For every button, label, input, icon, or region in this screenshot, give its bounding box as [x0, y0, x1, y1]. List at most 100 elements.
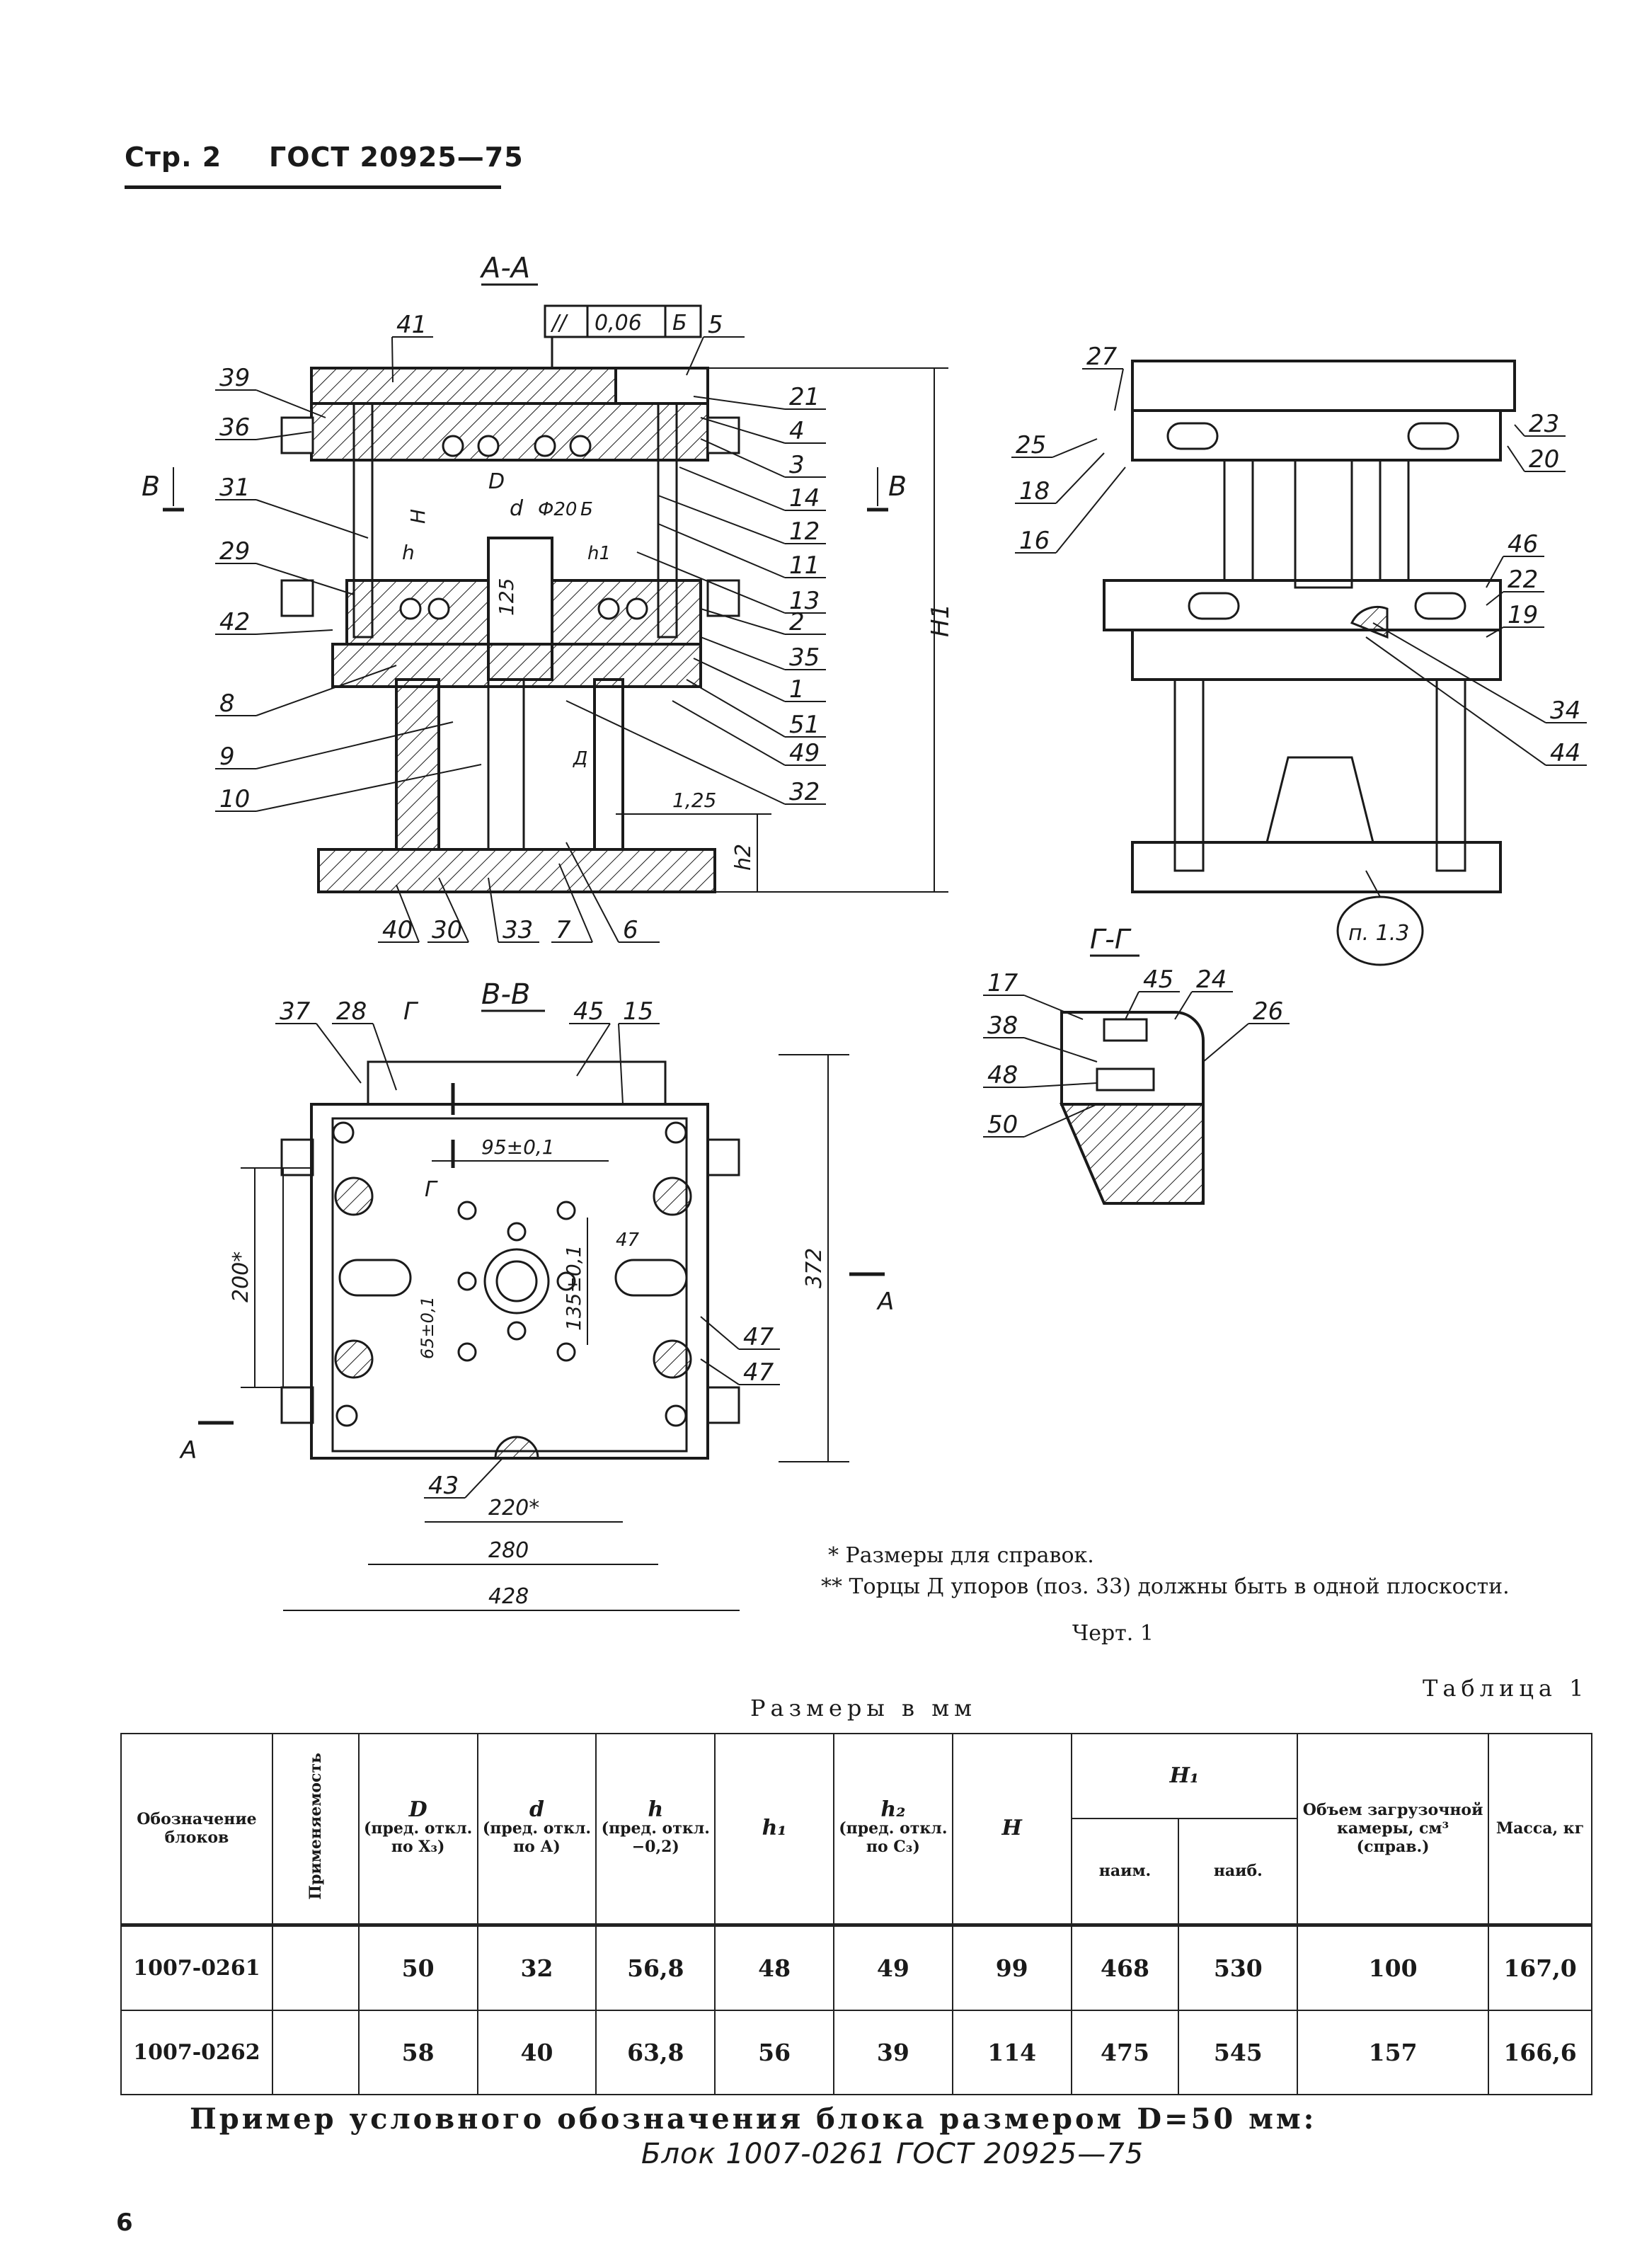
leader-line: [576, 1023, 611, 1077]
cell-h2: 49: [832, 1923, 953, 2011]
leader-label: 7: [556, 916, 571, 944]
leader-label: 12: [789, 517, 820, 546]
cell-applicability: [271, 1923, 360, 2011]
leader-line: [396, 884, 420, 943]
leader-label: 25: [1016, 431, 1046, 459]
tolerance-symbol: //: [550, 311, 568, 336]
leader-line: [488, 877, 499, 943]
th-D: D(пред. откл. по X₃): [357, 1733, 478, 1925]
leader-line: [1486, 556, 1504, 588]
dim-h: h: [402, 541, 415, 564]
note-stop-ends: ** Торцы Д упоров (поз. 33) должны быть …: [821, 1574, 1510, 1599]
cell-name: 1007-0262: [120, 2009, 273, 2095]
leader-label: 3: [789, 451, 805, 479]
leader-label: 16: [1019, 527, 1050, 555]
section-gg: Г-Г: [1059, 924, 1205, 1205]
leader-line: [686, 679, 786, 738]
leader-label: 2: [789, 608, 805, 636]
leader-line: [679, 466, 786, 511]
leader-line: [700, 636, 786, 670]
leader-label: 1: [789, 675, 805, 704]
leader-label: 48: [987, 1061, 1018, 1089]
cell-d: 32: [476, 1923, 597, 2011]
leader-label: 10: [219, 785, 250, 813]
leader-label: 38: [987, 1012, 1018, 1040]
leader-label: 36: [219, 413, 250, 442]
cell-mass: 167,0: [1488, 1923, 1592, 2011]
example-designation: Блок 1007-0261 ГОСТ 20925—75: [641, 2138, 1144, 2170]
cut-mark-v-right: В: [888, 471, 907, 502]
tolerance-datum: Б: [672, 311, 687, 336]
leader-line: [438, 877, 469, 943]
leader-line: [686, 336, 704, 376]
leader-line: [1023, 1104, 1098, 1138]
cell-mass: 166,6: [1488, 2009, 1592, 2095]
cell-name: 1007-0261: [120, 1923, 273, 2011]
dim-H1: H1: [926, 604, 955, 637]
leader-label: 22: [1508, 566, 1538, 594]
cell-h: 63,8: [595, 2009, 716, 2095]
th-h2: h₂(пред. откл. по С₃): [832, 1733, 953, 1925]
leader-line: [558, 863, 593, 943]
leader-label: 24: [1196, 966, 1227, 994]
th-designation: Обозначение блоков: [120, 1733, 273, 1925]
leader-line: [256, 499, 369, 539]
th-H1-min: наим.: [1070, 1818, 1180, 1925]
callout-p13: п. 1.3: [1348, 921, 1409, 946]
leader-line: [256, 389, 326, 418]
leader-label: 26: [1253, 997, 1283, 1026]
cut-mark-a-right: А: [876, 1288, 894, 1316]
leader-label: 45: [1143, 966, 1173, 994]
section-aa: А-А // 0,06 Б: [142, 252, 955, 893]
leader-label: 42: [219, 608, 250, 636]
leader-line: [256, 431, 312, 440]
dim-d: d: [510, 496, 524, 521]
leader-line: [1365, 636, 1546, 766]
leader-label: 51: [789, 711, 820, 739]
cell-volume: 157: [1297, 2009, 1489, 2095]
cut-mark-a-left: А: [179, 1436, 197, 1465]
header-underline: [125, 185, 501, 189]
dim-65: 65±0,1: [418, 1296, 437, 1359]
leader-label: 4: [789, 417, 805, 445]
leader-label: 20: [1529, 445, 1559, 474]
cell-d: 40: [476, 2009, 597, 2095]
leader-label: 32: [789, 778, 820, 806]
th-mass: Масса, кг: [1488, 1733, 1592, 1925]
drawing-caption: Черт. 1: [1072, 1621, 1154, 1646]
leader-line: [1055, 452, 1105, 504]
leader-line: [1023, 1082, 1098, 1088]
dim-280: 280: [488, 1538, 529, 1563]
dim-h2: h2: [731, 844, 756, 871]
leader-line: [256, 563, 355, 595]
cell-applicability: [271, 2009, 360, 2095]
table-row: 1007-0261 50 32 56,8 48 49 99 468 530 10…: [120, 1923, 1592, 2011]
dim-roughness: 1,25: [672, 789, 716, 812]
dim-D-mark: Д: [573, 748, 587, 769]
leader-label: 33: [503, 916, 533, 944]
leader-label: 35: [789, 643, 820, 672]
cell-volume: 100: [1297, 1923, 1489, 2011]
leader-line: [693, 658, 786, 702]
table-row: 1007-0262 58 40 63,8 56 39 114 475 545 1…: [120, 2009, 1592, 2095]
leader-line: [391, 336, 394, 383]
th-H1-max: наиб.: [1178, 1818, 1299, 1925]
th-H: H: [951, 1733, 1072, 1925]
leader-label: 50: [987, 1111, 1018, 1139]
leader-label: 46: [1508, 530, 1538, 559]
leader-line: [1114, 368, 1124, 411]
leader-line: [565, 700, 786, 805]
dim-phi20: Ф20: [538, 499, 577, 520]
leader-label: 37: [280, 997, 311, 1026]
dim-220: 220*: [488, 1496, 539, 1520]
dim-95: 95±0,1: [481, 1135, 555, 1159]
dim-datum-b: Б: [580, 499, 593, 520]
dim-h1: h1: [587, 543, 611, 564]
leader-line: [1174, 991, 1193, 1020]
leader-label: 47: [743, 1358, 774, 1387]
section-aa-title: А-А: [479, 252, 530, 285]
leader-line: [700, 1358, 740, 1385]
